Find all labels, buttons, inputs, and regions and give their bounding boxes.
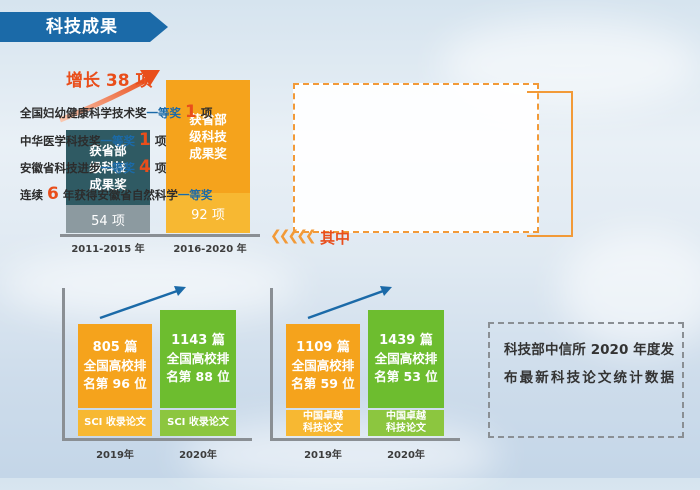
award-count: 1 <box>185 102 197 122</box>
award-level: 一等奖 <box>146 106 182 120</box>
year-label-2016-2020: 2016-2020 年 <box>173 244 247 255</box>
bar-2016-2020-label: 获省部 级科技 成果奖 <box>166 80 250 193</box>
source-note-text: 科技部中信所 2020 年度发布最新科技论文统计数据 <box>504 342 674 386</box>
lower-axis-right-vertical <box>270 288 273 440</box>
paper-card-excellent-2019: 1109 篇 全国高校排 名第 59 位 <box>286 324 360 408</box>
award-text: 全国妇幼健康科学技术奖 <box>20 106 147 120</box>
lower-axis-left-vertical <box>62 288 65 440</box>
banner-bar <box>0 12 150 42</box>
award-unit: 项 <box>154 161 167 175</box>
year-label: 2019年 <box>304 450 342 461</box>
award-text: 安徽省科技进步 <box>20 161 101 175</box>
award-level: 一等奖 <box>100 134 136 148</box>
award-unit: 项 <box>154 134 167 148</box>
bar-2011-2015-count: 54 项 <box>66 205 150 233</box>
paper-rank: 全国高校排 名第 59 位 <box>291 358 355 391</box>
award-line-2: 中华医学科技奖一等奖 1 项 <box>20 130 240 150</box>
award-level: 一等奖 <box>100 161 136 175</box>
title-banner: 科技成果 <box>0 12 175 42</box>
award-text: 年获得安徽省自然科学 <box>62 188 178 202</box>
paper-rank: 全国高校排 名第 53 位 <box>374 351 438 384</box>
page-title: 科技成果 <box>46 17 118 37</box>
award-line-3: 安徽省科技进步一等奖 4 项 <box>20 157 240 177</box>
paper-type-excellent-2020: 中国卓越 科技论文 <box>368 410 444 436</box>
paper-rank: 全国高校排 名第 88 位 <box>166 351 230 384</box>
paper-rank: 全国高校排 名第 96 位 <box>83 358 147 391</box>
bar-label-text: 获省部 级科技 成果奖 <box>189 112 227 161</box>
year-label-2011-2015: 2011-2015 年 <box>71 244 145 255</box>
award-level: 一等奖 <box>177 188 213 202</box>
paper-type-sci-2020: SCI 收录论文 <box>160 410 236 436</box>
paper-card-excellent-2020: 1439 篇 全国高校排 名第 53 位 <box>368 310 444 408</box>
year-label: 2019年 <box>96 450 134 461</box>
lower-axis-right <box>270 438 460 441</box>
award-count: 4 <box>139 157 151 177</box>
award-line-1: 全国妇幼健康科学技术奖一等奖 1 项 <box>20 102 240 122</box>
qizhong-label: 其中 <box>320 229 351 247</box>
chevrons-icon: ❮❮❮❮❮ <box>270 228 317 244</box>
award-text: 连续 <box>20 188 43 202</box>
growth-label: 增长 38 项 <box>66 71 153 91</box>
awards-box-bracket <box>527 91 573 237</box>
year-label: 2020年 <box>179 450 217 461</box>
bar-label-text: 获省部 级科技 成果奖 <box>89 143 127 192</box>
award-count: 1 <box>139 130 151 150</box>
paper-card-sci-2019: 805 篇 全国高校排 名第 96 位 <box>78 324 152 408</box>
source-note-box <box>488 322 684 438</box>
banner-arrow-tip <box>150 12 168 42</box>
year-label: 2020年 <box>387 450 425 461</box>
bar-2011-2015-label: 获省部 级科技 成果奖 <box>66 130 150 205</box>
lower-axis-left <box>62 438 252 441</box>
award-count: 6 <box>47 184 59 204</box>
award-text: 中华医学科技奖 <box>20 134 101 148</box>
paper-type-excellent-2019: 中国卓越 科技论文 <box>286 410 360 436</box>
paper-type-sci-2019: SCI 收录论文 <box>78 410 152 436</box>
award-line-4: 连续 6 年获得安徽省自然科学一等奖 <box>20 184 240 204</box>
awards-box <box>293 83 539 233</box>
award-unit: 项 <box>200 106 213 120</box>
paper-count: 1143 篇 <box>171 333 225 348</box>
paper-count: 805 篇 <box>92 340 138 355</box>
upper-axis <box>60 234 260 237</box>
paper-count: 1439 篇 <box>379 333 433 348</box>
paper-card-sci-2020: 1143 篇 全国高校排 名第 88 位 <box>160 310 236 408</box>
paper-count: 1109 篇 <box>296 340 350 355</box>
bar-2016-2020-count: 92 项 <box>166 193 250 233</box>
